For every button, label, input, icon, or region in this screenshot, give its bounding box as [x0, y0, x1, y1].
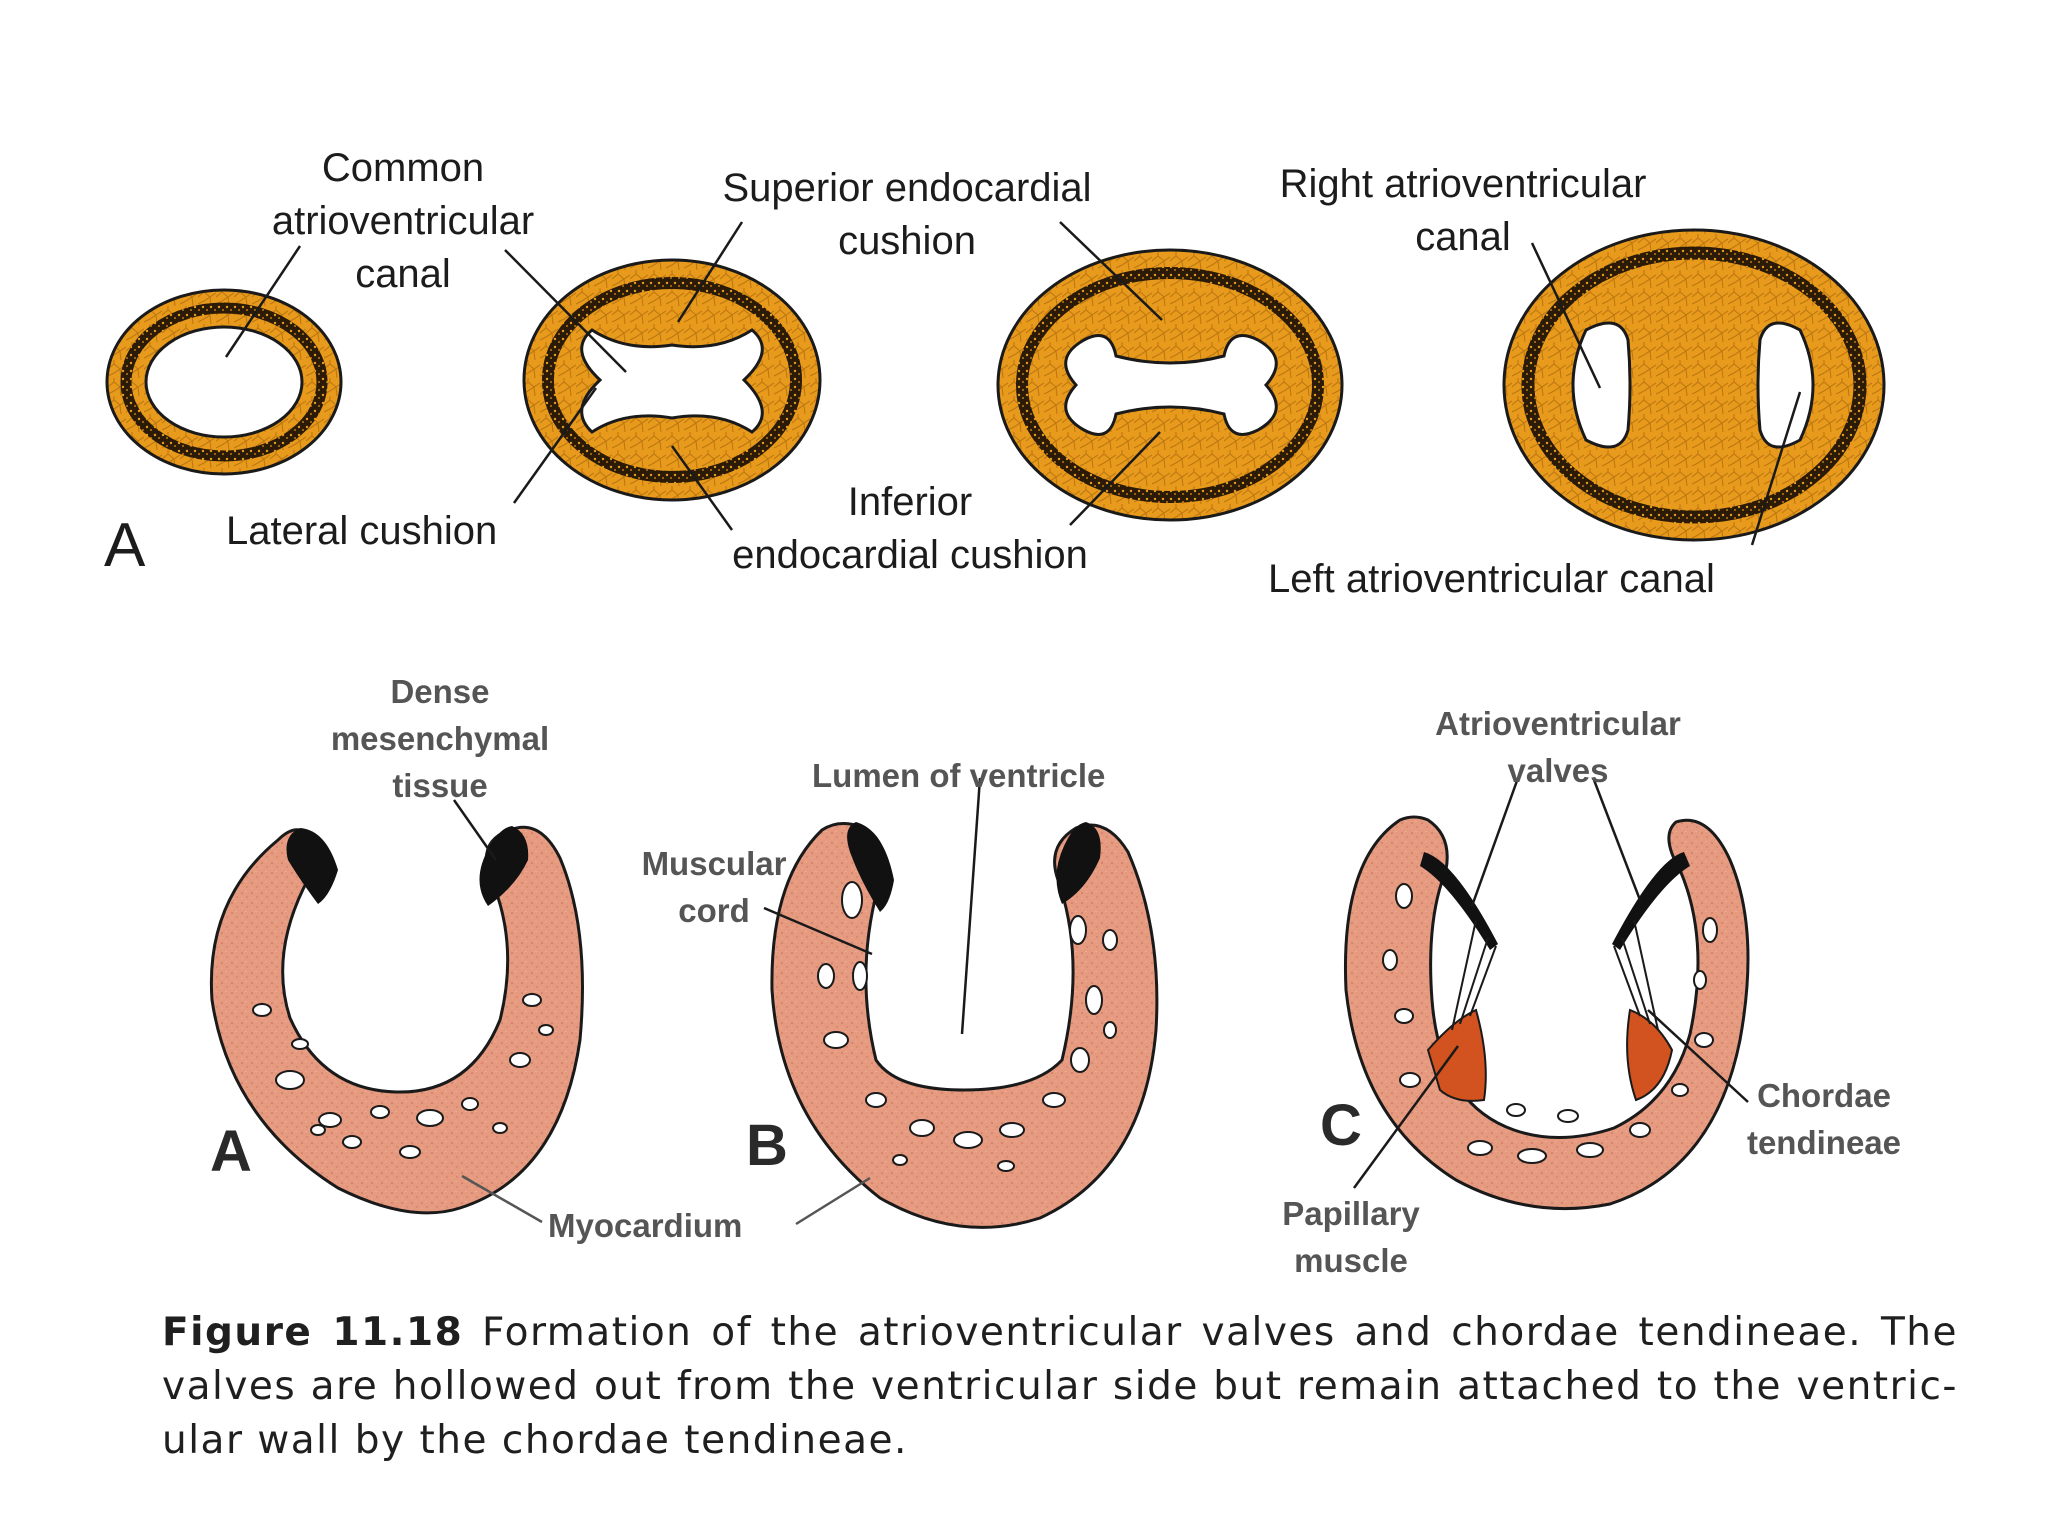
label-muscular-cord: Muscular cord — [641, 845, 787, 929]
label-lumen: Lumen of ventricle — [812, 757, 1106, 794]
ventricle-b — [770, 822, 1159, 1229]
panel-letter-b-bottom: B — [746, 1113, 788, 1178]
bottom-leader-lines — [452, 777, 1749, 1226]
label-left-av-canal: Left atrioventricular canal — [1268, 557, 1715, 601]
top-leader-lines — [224, 221, 1802, 546]
cushion-stage-3 — [996, 248, 1344, 522]
label-av-valves: Atrioventricular valves — [1435, 705, 1681, 789]
av-canal-ring — [105, 288, 343, 476]
label-right-av-canal: Right atrioventricular canal — [1279, 162, 1647, 259]
label-myocardium: Myocardium — [548, 1207, 743, 1244]
label-superior-cushion: Superior endocardial cushion — [722, 166, 1092, 263]
label-papillary: Papillary muscle — [1282, 1195, 1420, 1279]
ventricle-c — [1343, 815, 1750, 1211]
panel-letter-a-bottom: A — [210, 1119, 252, 1184]
cushion-stage-2 — [522, 258, 822, 502]
caption-text: Formation of the atrioventricular valves… — [162, 1310, 1958, 1463]
label-chordae: Chordae tendineae — [1746, 1077, 1902, 1161]
ventricle-a — [209, 825, 584, 1215]
label-lateral-cushion: Lateral cushion — [226, 509, 498, 553]
label-common-av-canal: Common atrioventricular canal — [271, 146, 535, 296]
figure-number: Figure 11.18 — [162, 1310, 464, 1355]
figure-caption: Figure 11.18 Formation of the atrioventr… — [162, 1306, 1958, 1468]
panel-letter-c-bottom: C — [1320, 1093, 1362, 1158]
label-inferior-cushion: Inferior endocardial cushion — [732, 480, 1088, 577]
cushion-stage-4 — [1502, 228, 1886, 542]
label-dense-mesenchymal: Dense mesenchymal tissue — [330, 673, 550, 804]
panel-letter-a-top: A — [104, 511, 146, 580]
